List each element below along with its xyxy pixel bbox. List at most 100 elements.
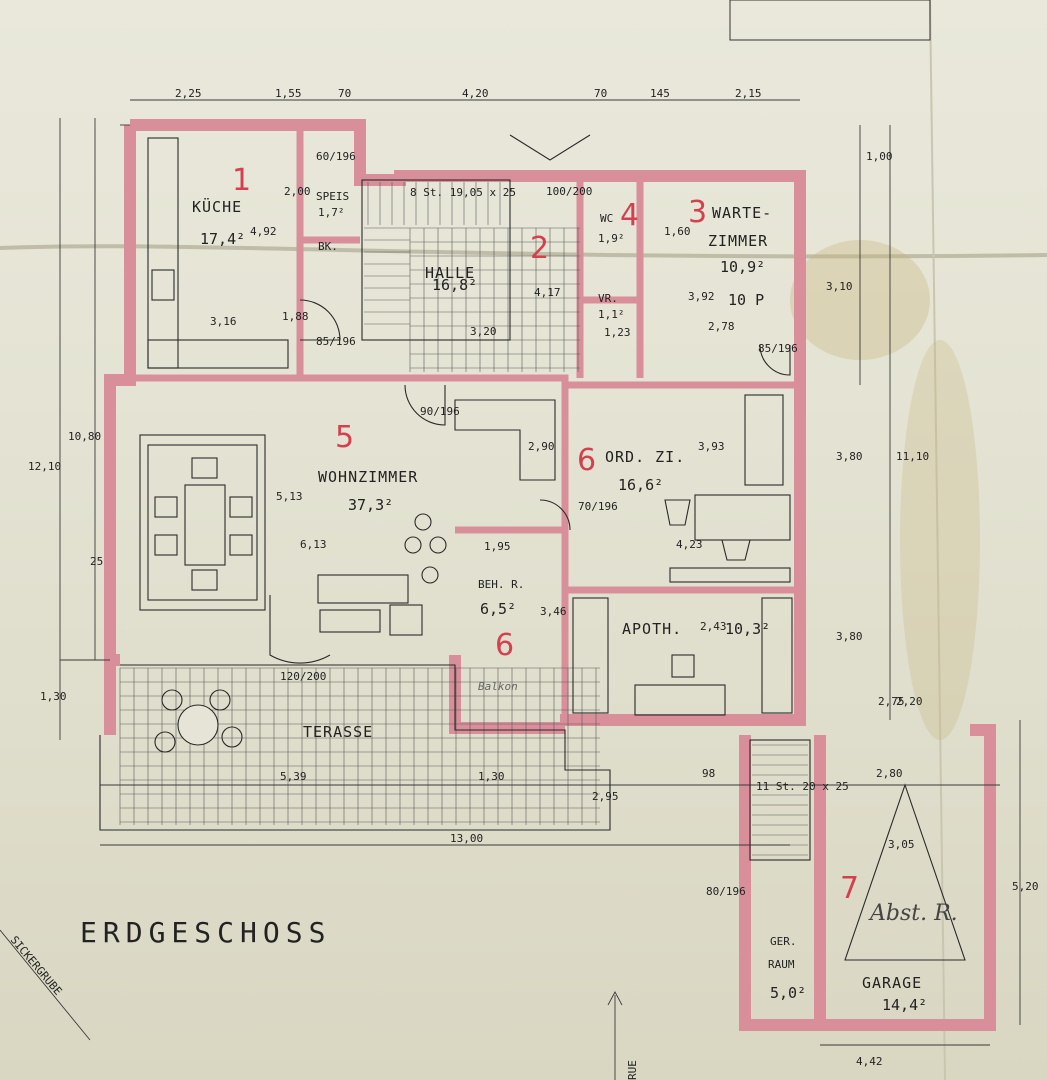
dimension-lines [0, 99, 1021, 1080]
paper-crease [929, 0, 946, 1080]
room-number-kueche: 1 [232, 163, 251, 198]
dim-right-4: 11,10 [896, 450, 929, 463]
dim-right-3: 3,80 [836, 450, 863, 463]
dim-top-2: 1,55 [275, 87, 302, 100]
dim-int-4: 2,78 [708, 320, 735, 333]
dim-right-2: 3,10 [826, 280, 853, 293]
dim-int-9: 4,23 [676, 538, 703, 551]
dim-top-3: 70 [338, 87, 351, 100]
ord-zi-furniture [664, 394, 791, 583]
dim-int-2: 1,88 [282, 310, 309, 323]
room-labels: KÜCHE 17,4² SPEIS 1,7² BK. HALLE 16,8² W… [192, 190, 927, 1014]
dim-left-2: 10,80 [68, 430, 101, 443]
room-area-garage: 14,4² [882, 996, 927, 1014]
door-swings [269, 134, 791, 664]
dim-bottom-2: 1,30 [478, 770, 505, 783]
dim-left-3: 1,30 [40, 690, 67, 703]
dining-rug [139, 434, 266, 611]
room-name-warte: WARTE- [712, 204, 772, 222]
tile-grid [119, 227, 600, 825]
room-name-speis: SPEIS [316, 190, 349, 203]
dimension-labels-bottom: 5,39 1,30 2,95 98 2,80 13,00 4,42 3,05 [280, 767, 915, 1068]
terrace-table [154, 689, 243, 753]
door-label-6: 80/196 [706, 885, 746, 898]
room-number-beh: 6 [495, 628, 514, 663]
room-area-vr: 1,1² [598, 308, 625, 321]
room-area-kueche: 17,4² [200, 230, 245, 248]
plant-symbols [404, 513, 447, 584]
dim-left-4: 25 [90, 555, 103, 568]
room-area-beh: 6,5² [480, 600, 516, 618]
kitchen-counters [147, 137, 289, 369]
room-name-warte-2: ZIMMER [708, 232, 768, 250]
room-area-halle: 16,8² [432, 276, 477, 294]
dim-int-18: 1,23 [604, 326, 631, 339]
water-stain-2 [900, 340, 980, 740]
room-area-wohn: 37,3² [348, 496, 393, 514]
stair-label-garage: 11 St. 20 x 25 [756, 780, 849, 793]
dim-left-1: 12,10 [28, 460, 61, 473]
room-area-ord: 16,6² [618, 476, 663, 494]
dim-int-5: 6,13 [300, 538, 327, 551]
dim-bottom-7: 4,42 [856, 1055, 883, 1068]
garage-handwritten-note: Abst. R. [868, 901, 958, 926]
dim-int-17: 2,00 [284, 185, 311, 198]
room-number-warte: 3 [688, 195, 707, 230]
staircase-garage [749, 739, 811, 861]
room-area-wc: 1,9² [598, 232, 625, 245]
dim-int-8: 3,93 [698, 440, 725, 453]
room-number-wohn: 5 [335, 420, 354, 455]
title-group: ERDGESCHOSS [80, 916, 331, 949]
plan-title: ERDGESCHOSS [80, 916, 331, 949]
room-capacity-warte: 10 P [728, 291, 764, 309]
dim-int-12: 2,43 [700, 620, 727, 633]
room-name-beh: BEH. R. [478, 578, 524, 591]
room-name-bk: BK. [318, 240, 338, 253]
sickergrube-label: SICKERGRUBE [8, 934, 65, 998]
dim-bottom-4: 98 [702, 767, 715, 780]
dim-right-6: 2,75 [878, 695, 905, 708]
room-name-terasse: TERASSE [303, 723, 373, 741]
apotheke-shelves [572, 597, 793, 716]
room-numbers: 1 2 4 3 5 6 6 7 [232, 163, 859, 906]
terrace-outline [99, 664, 611, 831]
dim-top-7: 2,15 [735, 87, 762, 100]
room-name-garage: GARAGE [862, 974, 922, 992]
staircase-main [361, 179, 511, 341]
room-area-ger: 5,0² [770, 984, 806, 1002]
dim-int-13: 4,92 [250, 225, 277, 238]
outer-walls [104, 119, 996, 1031]
dim-bottom-8: 3,05 [888, 838, 915, 851]
room-number-wc: 4 [620, 198, 639, 233]
dim-top-4: 4,20 [462, 87, 489, 100]
room-name-ord: ORD. ZI. [605, 448, 685, 466]
dim-int-14: 4,17 [534, 286, 561, 299]
stair-labels: 8 St. 19,05 x 25 11 St. 20 x 25 [410, 186, 849, 793]
dim-int-16: 1,60 [664, 225, 691, 238]
dim-bottom-6: 13,00 [450, 832, 483, 845]
dim-int-3: 3,20 [470, 325, 497, 338]
room-area-speis: 1,7² [318, 206, 345, 219]
sofa-group [317, 399, 556, 636]
dim-bottom-1: 5,39 [280, 770, 307, 783]
room-name-ger: GER. [770, 935, 797, 948]
dimension-labels-top: 2,25 1,55 70 4,20 70 145 2,15 [175, 87, 762, 100]
dim-top-5: 70 [594, 87, 607, 100]
dimension-labels-interior: 3,16 1,88 3,20 2,78 6,13 5,13 2,90 3,93 … [210, 185, 735, 633]
beh-pencil-note: Balkon [478, 680, 518, 693]
door-label-5: 120/200 [280, 670, 326, 683]
door-label-8: 100/200 [546, 185, 592, 198]
door-label-4: 60/196 [316, 150, 356, 163]
room-name-ger-2: RAUM [768, 958, 795, 971]
dim-int-7: 2,90 [528, 440, 555, 453]
room-name-halle: HALLE [425, 264, 475, 282]
dim-bottom-5: 2,80 [876, 767, 903, 780]
room-name-kueche: KÜCHE [192, 197, 242, 216]
ruecken-label: RUE [626, 1060, 639, 1080]
dim-right-1: 1,00 [866, 150, 893, 163]
title-block-corner [729, 0, 931, 41]
room-number-ord: 6 [577, 443, 596, 478]
door-label-1: 85/196 [316, 335, 356, 348]
